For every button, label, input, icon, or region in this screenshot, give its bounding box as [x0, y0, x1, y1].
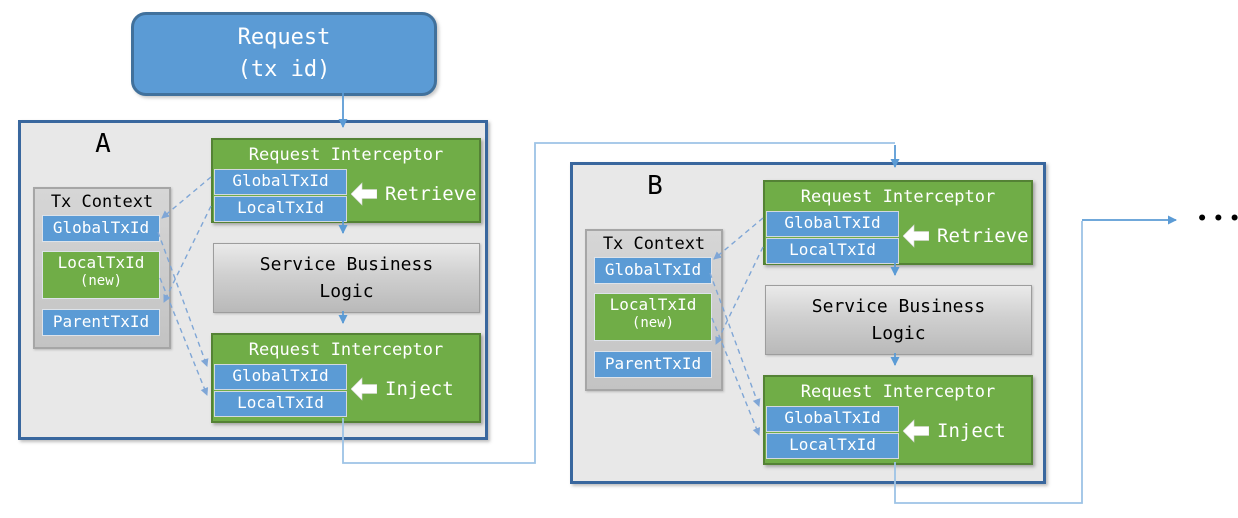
inject-action-label: Inject [937, 420, 1006, 442]
tx-field-parenttxid: ParentTxId [42, 309, 160, 336]
tx-field-localtxid-sub: (new) [631, 314, 675, 331]
inject-action: Inject [351, 377, 454, 401]
continuation-ellipsis: ••• [1197, 209, 1238, 229]
sbl-line1: Service Business [811, 296, 986, 317]
service-business-logic-b: Service Business Logic [765, 285, 1032, 355]
tx-field-localtxid-sub: (new) [79, 272, 123, 289]
interceptor-field-localtxid: LocalTxId [766, 433, 899, 459]
left-block-arrow-icon [903, 224, 929, 248]
left-block-arrow-icon [351, 377, 377, 401]
service-box-a: A Tx Context GlobalTxId LocalTxId (new) … [18, 120, 488, 440]
tx-field-localtxid-label: LocalTxId [57, 253, 145, 272]
tx-field-globaltxid: GlobalTxId [594, 257, 712, 284]
request-node-line2: (tx id) [237, 57, 331, 82]
interceptor-field-localtxid: LocalTxId [214, 391, 347, 417]
request-node: Request (tx id) [131, 12, 437, 96]
service-a-label: A [95, 129, 111, 159]
retrieve-action: Retrieve [903, 224, 1029, 248]
left-block-arrow-icon [903, 419, 929, 443]
interceptor-id-stack: GlobalTxId LocalTxId [766, 406, 899, 460]
interceptor-title: Request Interceptor [248, 145, 444, 165]
interceptor-field-globaltxid: GlobalTxId [766, 406, 899, 432]
service-b-label: B [647, 171, 663, 201]
request-interceptor-inbound-b: Request Interceptor GlobalTxId LocalTxId… [763, 180, 1033, 265]
tx-field-localtxid-label: LocalTxId [609, 295, 697, 314]
interceptor-id-stack: GlobalTxId LocalTxId [766, 211, 899, 265]
interceptor-title: Request Interceptor [800, 187, 996, 207]
service-box-b: B Tx Context GlobalTxId LocalTxId (new) … [570, 162, 1046, 484]
request-node-line1: Request [237, 25, 331, 51]
tx-field-localtxid: LocalTxId (new) [594, 293, 712, 341]
interceptor-id-stack: GlobalTxId LocalTxId [214, 364, 347, 418]
tx-context-title: Tx Context [602, 234, 706, 254]
tx-context-panel-a: Tx Context GlobalTxId LocalTxId (new) Pa… [33, 187, 171, 349]
retrieve-action-label: Retrieve [937, 225, 1029, 247]
interceptor-id-stack: GlobalTxId LocalTxId [214, 169, 347, 223]
request-interceptor-outbound-b: Request Interceptor GlobalTxId LocalTxId… [763, 375, 1033, 465]
request-interceptor-inbound-a: Request Interceptor GlobalTxId LocalTxId… [211, 138, 481, 223]
inject-action: Inject [903, 419, 1006, 443]
interceptor-field-localtxid: LocalTxId [766, 238, 899, 264]
interceptor-field-globaltxid: GlobalTxId [766, 211, 899, 237]
tx-field-globaltxid: GlobalTxId [42, 215, 160, 242]
left-block-arrow-icon [351, 182, 377, 206]
sbl-line2: Logic [871, 323, 926, 344]
tx-field-parenttxid: ParentTxId [594, 351, 712, 378]
inject-action-label: Inject [385, 378, 454, 400]
tx-context-title: Tx Context [50, 192, 154, 212]
request-interceptor-outbound-a: Request Interceptor GlobalTxId LocalTxId… [211, 333, 481, 423]
sbl-line2: Logic [319, 281, 374, 302]
tx-context-panel-b: Tx Context GlobalTxId LocalTxId (new) Pa… [585, 229, 723, 391]
service-business-logic-a: Service Business Logic [213, 243, 480, 313]
interceptor-field-localtxid: LocalTxId [214, 196, 347, 222]
interceptor-title: Request Interceptor [248, 340, 444, 360]
interceptor-field-globaltxid: GlobalTxId [214, 169, 347, 195]
tx-field-localtxid: LocalTxId (new) [42, 251, 160, 299]
retrieve-action: Retrieve [351, 182, 477, 206]
sbl-line1: Service Business [259, 254, 434, 275]
retrieve-action-label: Retrieve [385, 183, 477, 205]
interceptor-field-globaltxid: GlobalTxId [214, 364, 347, 390]
interceptor-title: Request Interceptor [800, 382, 996, 402]
